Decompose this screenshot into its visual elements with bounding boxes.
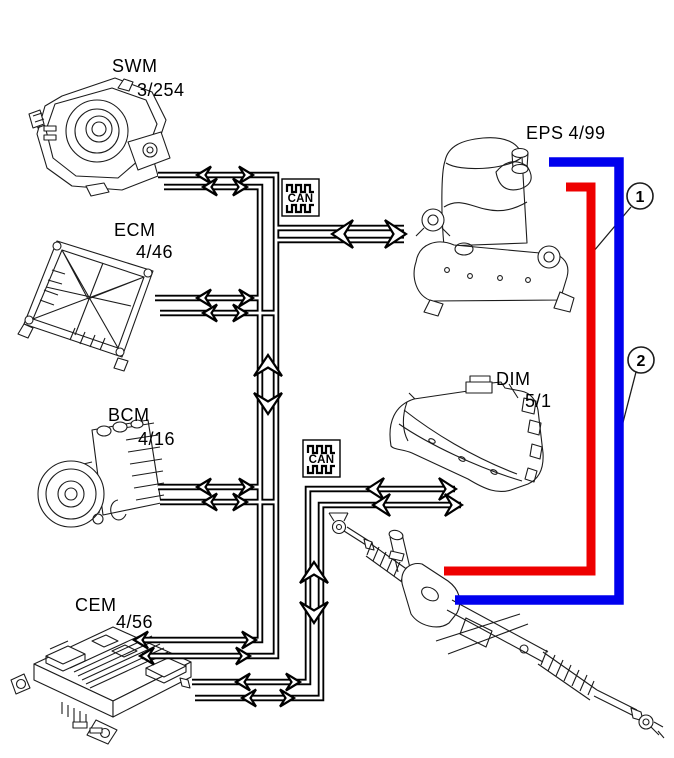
dim-illustration bbox=[389, 375, 544, 493]
squarewave-icon bbox=[306, 444, 335, 455]
bcm-illustration bbox=[37, 419, 165, 528]
dim-code: 5/1 bbox=[525, 391, 552, 411]
swm-label: SWM bbox=[112, 56, 158, 76]
callout-1-leader bbox=[592, 206, 632, 253]
callout-1-number: 1 bbox=[636, 189, 645, 206]
callout-2-number: 2 bbox=[637, 353, 646, 370]
wire-red bbox=[444, 182, 596, 576]
ecm-label: ECM bbox=[114, 220, 156, 240]
cem-code: 4/56 bbox=[116, 612, 153, 632]
squarewave-icon bbox=[306, 464, 335, 475]
squarewave-icon bbox=[285, 183, 314, 194]
wire-blue bbox=[455, 157, 624, 605]
can-badge-1: CAN bbox=[281, 178, 320, 217]
callout-1: 1 bbox=[626, 182, 654, 210]
module-labels: SWM 3/254 ECM 4/46 BCM 4/16 CEM 4/56 EPS… bbox=[75, 56, 606, 632]
cem-illustration bbox=[10, 626, 192, 745]
callout-2: 2 bbox=[627, 346, 655, 374]
swm-illustration bbox=[28, 77, 171, 197]
ecm-code: 4/46 bbox=[136, 242, 173, 262]
swm-code: 3/254 bbox=[137, 80, 185, 100]
ecm-illustration bbox=[17, 240, 154, 372]
squarewave-icon bbox=[285, 203, 314, 214]
bcm-code: 4/16 bbox=[138, 429, 175, 449]
can-bus-wires bbox=[142, 171, 461, 702]
dim-label: DIM bbox=[496, 369, 531, 389]
can-badge-2: CAN bbox=[302, 439, 341, 478]
cem-label: CEM bbox=[75, 595, 117, 615]
can-badge-label: CAN bbox=[309, 454, 335, 466]
bcm-label: BCM bbox=[108, 405, 150, 425]
steering-rack-illustration bbox=[328, 512, 665, 739]
eps-illustration bbox=[413, 137, 575, 317]
can-badge-label: CAN bbox=[288, 193, 314, 205]
